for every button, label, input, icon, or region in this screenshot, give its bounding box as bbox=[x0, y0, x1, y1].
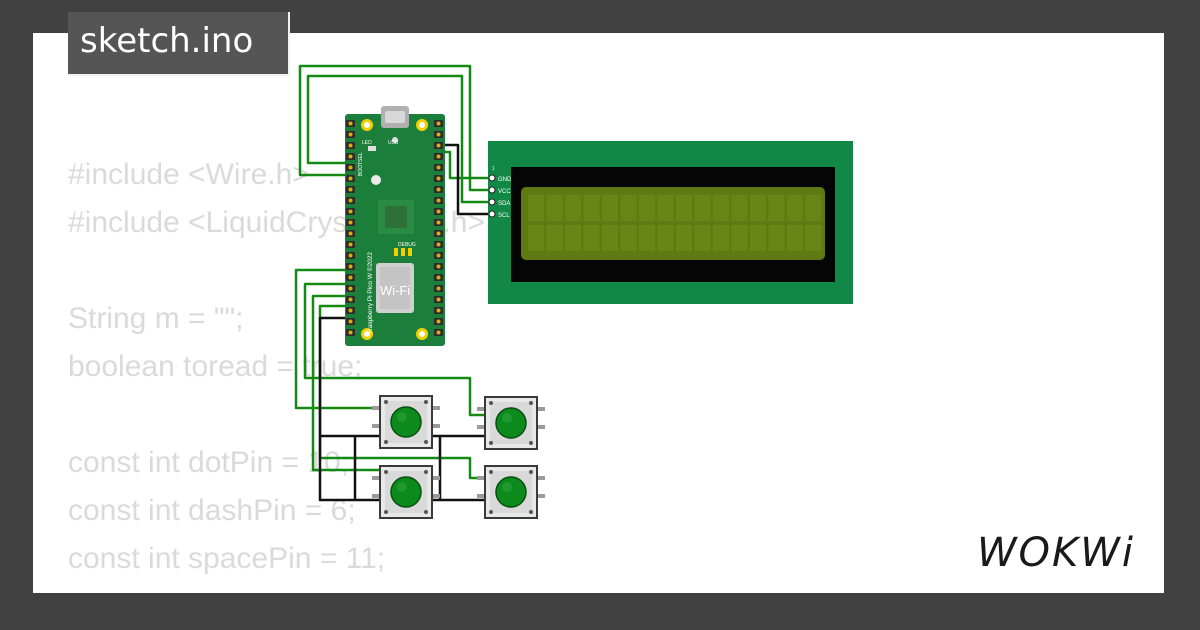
lcd-cell bbox=[713, 195, 729, 221]
code-preview: #include <Wire.h> #include <LiquidCrysta… bbox=[68, 158, 485, 593]
lcd-cell bbox=[583, 225, 600, 251]
bootsel-label: BOOTSEL bbox=[358, 152, 364, 176]
lcd-cell bbox=[750, 225, 766, 251]
pico-board[interactable]: LED USB DEBUG BOOTSEL Wi-Fi Raspberry Pi… bbox=[345, 106, 445, 346]
pushbuttons bbox=[372, 395, 545, 519]
led-label: LED bbox=[362, 140, 372, 146]
pico-pins-right bbox=[434, 120, 443, 336]
lcd-pin[interactable] bbox=[488, 210, 496, 218]
pushbutton-dash[interactable] bbox=[477, 396, 545, 450]
lcd-cell bbox=[639, 225, 655, 251]
lcd-cell bbox=[694, 195, 711, 221]
lcd-cell bbox=[805, 225, 822, 251]
lcd-char-cells bbox=[528, 195, 822, 251]
lcd-cell bbox=[768, 195, 785, 221]
lcd-cell bbox=[805, 195, 822, 221]
debug-label: DEBUG bbox=[398, 242, 416, 248]
lcd-pin-scl-label: SCL bbox=[498, 213, 510, 219]
button-cap[interactable] bbox=[390, 406, 422, 438]
lcd-cell bbox=[694, 225, 711, 251]
pico-pins-left bbox=[346, 120, 355, 336]
lcd-pin[interactable] bbox=[488, 198, 496, 206]
lcd-cell bbox=[583, 195, 600, 221]
wires-black bbox=[318, 143, 492, 502]
lcd-cell bbox=[602, 225, 618, 251]
lcd-cell bbox=[565, 225, 581, 251]
lcd-cell bbox=[750, 195, 766, 221]
lcd-pin[interactable] bbox=[488, 186, 496, 194]
lcd-cell bbox=[639, 195, 655, 221]
lcd-cell bbox=[713, 225, 729, 251]
lcd-cell bbox=[731, 225, 748, 251]
file-title: sketch.ino bbox=[80, 21, 254, 61]
lcd-pin-sda-label: SDA bbox=[498, 201, 510, 207]
rp2040-chip bbox=[385, 206, 407, 228]
lcd-cell bbox=[768, 225, 785, 251]
board-name: Raspberry Pi Pico W ©2022 bbox=[366, 252, 374, 333]
lcd-cell bbox=[620, 195, 637, 221]
button-cap[interactable] bbox=[495, 407, 527, 439]
lcd-cell bbox=[602, 195, 618, 221]
lcd-cell bbox=[787, 195, 803, 221]
lcd-cell bbox=[657, 195, 674, 221]
lcd-pin-gnd-label: GND bbox=[498, 177, 512, 183]
lcd-pin1-label: 1 bbox=[492, 166, 495, 172]
pushbutton-space[interactable] bbox=[372, 465, 440, 519]
lcd-display[interactable]: 1 GND VCC SDA SCL bbox=[488, 141, 853, 304]
button-cap[interactable] bbox=[390, 476, 422, 508]
button-cap[interactable] bbox=[495, 476, 527, 508]
lcd-cell bbox=[546, 195, 563, 221]
usb-label: USB bbox=[388, 140, 399, 146]
wokwi-logo: WOKWi bbox=[977, 530, 1135, 576]
lcd-cell bbox=[787, 225, 803, 251]
file-tab[interactable]: sketch.ino bbox=[68, 12, 290, 76]
lcd-cell bbox=[676, 225, 692, 251]
wires-green bbox=[294, 64, 492, 480]
lcd-cell bbox=[731, 195, 748, 221]
lcd-cell bbox=[620, 225, 637, 251]
lcd-cell bbox=[546, 225, 563, 251]
diagram-canvas[interactable]: #include <Wire.h> #include <LiquidCrysta… bbox=[33, 33, 1164, 593]
wifi-label: Wi-Fi bbox=[380, 283, 410, 298]
pushbutton-clear[interactable] bbox=[477, 465, 545, 519]
lcd-cell bbox=[528, 195, 544, 221]
svg-text:WOKWi: WOKWi bbox=[977, 530, 1135, 576]
lcd-cell bbox=[657, 225, 674, 251]
bootsel-button[interactable] bbox=[371, 175, 381, 185]
lcd-pin-vcc-label: VCC bbox=[498, 189, 511, 195]
lcd-cell bbox=[676, 195, 692, 221]
lcd-cell bbox=[528, 225, 544, 251]
lcd-pin[interactable] bbox=[488, 174, 496, 182]
lcd-cell bbox=[565, 195, 581, 221]
pushbutton-dot[interactable] bbox=[372, 395, 440, 449]
